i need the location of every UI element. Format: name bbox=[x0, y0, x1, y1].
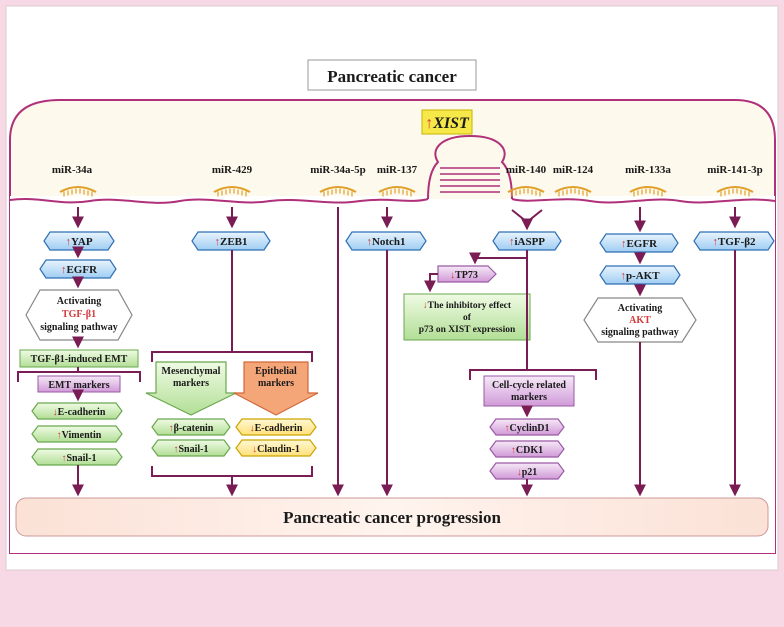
mirna-label: miR-141-3p bbox=[707, 164, 763, 176]
mirna-icon bbox=[378, 186, 416, 197]
cell-cycle-label: markers bbox=[511, 392, 547, 403]
cell-cycle-bracket bbox=[469, 369, 597, 380]
pathway-mir-34a: ↑YAP ↑EGFR Activating TGF-β1 signaling p… bbox=[17, 207, 141, 497]
cell-cycle-label: Cell-cycle related bbox=[492, 380, 566, 391]
signaling-pathway-label: signaling pathway bbox=[601, 327, 679, 338]
marker-claudin-1 bbox=[235, 439, 317, 457]
tp73-label: ↓TP73 bbox=[450, 270, 478, 281]
xist-label: ↑XIST bbox=[425, 115, 470, 132]
marker-label: ↓E-cadherin bbox=[250, 423, 303, 434]
emt-label: TGF-β1-induced EMT bbox=[31, 354, 128, 365]
mirna-icon bbox=[213, 186, 251, 197]
signaling-pathway-label: signaling pathway bbox=[40, 322, 118, 333]
pathway-mir-141-3p: ↑TGF-β2 bbox=[693, 207, 775, 497]
mirna-label: miR-34a-5p bbox=[310, 164, 366, 176]
marker-label: ↑CDK1 bbox=[511, 445, 543, 456]
pathway-mir-140-124: ↑iASPP ↓TP73 ↓The inhibitory effect of p… bbox=[403, 209, 597, 497]
tgfb1-label: TGF-β1 bbox=[62, 309, 96, 320]
marker-cyclind1 bbox=[489, 418, 565, 436]
activating-label: Activating bbox=[57, 296, 101, 307]
progression-bar bbox=[15, 497, 769, 537]
marker-e-cadherin bbox=[235, 418, 317, 436]
yap-label: ↑YAP bbox=[65, 236, 92, 248]
pathway-mir-429: ↑ZEB1 Mesenchymal markers Epithelial mar… bbox=[145, 207, 319, 497]
progression-label: Pancreatic cancer progression bbox=[283, 508, 501, 527]
zeb1-bracket bbox=[151, 351, 313, 362]
marker-cdk1 bbox=[489, 440, 565, 458]
pathway-mir-133a: ↑EGFR ↑p-AKT Activating AKT signaling pa… bbox=[583, 207, 697, 497]
mirna-icon bbox=[554, 186, 592, 197]
marker-label: ↑CyclinD1 bbox=[505, 423, 550, 434]
egfr-node bbox=[39, 259, 117, 279]
mirna-glyphs bbox=[59, 186, 754, 197]
page-title: Pancreatic cancer bbox=[327, 67, 457, 86]
zeb1-node bbox=[191, 231, 271, 251]
marker-label: ↑Snail-1 bbox=[173, 444, 208, 455]
mirna-label: miR-34a bbox=[52, 164, 93, 176]
inhibitory-label: of bbox=[463, 313, 472, 323]
marker-beta-catenin bbox=[151, 418, 231, 436]
inhibitory-label: p73 on XIST expression bbox=[419, 325, 516, 335]
cell-cycle-markers-node bbox=[483, 375, 575, 407]
emt-markers-label: EMT markers bbox=[48, 380, 109, 391]
mirna-label: miR-137 bbox=[377, 164, 418, 176]
mirna-label: miR-124 bbox=[553, 164, 594, 176]
marker-vimentin bbox=[31, 425, 123, 443]
mesenchymal-label: Mesenchymal bbox=[162, 366, 221, 377]
inhibitory-effect-node bbox=[403, 293, 531, 341]
marker-label: ↑β-catenin bbox=[169, 423, 214, 434]
marker-label: ↑Vimentin bbox=[57, 430, 102, 441]
epithelial-markers-node bbox=[233, 361, 319, 416]
egfr-label: ↑EGFR bbox=[61, 264, 98, 276]
mirna-label: miR-429 bbox=[212, 164, 253, 176]
marker-label: ↓E-cadherin bbox=[53, 407, 106, 418]
iaspp-label: ↑iASPP bbox=[509, 236, 545, 248]
p-akt-label: ↑p-AKT bbox=[620, 270, 660, 282]
notch1-node bbox=[345, 231, 427, 251]
epithelial-label: markers bbox=[258, 378, 294, 389]
tgfb2-node bbox=[693, 231, 775, 251]
activating-akt-node bbox=[583, 297, 697, 343]
yap-node bbox=[43, 231, 115, 251]
marker-snail-1 bbox=[31, 448, 123, 466]
mesenchymal-label: markers bbox=[173, 378, 209, 389]
xist-box bbox=[421, 109, 473, 135]
p-akt-node bbox=[599, 265, 681, 285]
iaspp-node bbox=[492, 231, 562, 251]
marker-snail-1 bbox=[151, 439, 231, 457]
mirna-icon bbox=[629, 186, 667, 197]
notch1-label: ↑Notch1 bbox=[366, 236, 405, 248]
tgfb2-label: ↑TGF-β2 bbox=[712, 236, 756, 248]
tp73-node bbox=[437, 265, 497, 283]
zeb1-label: ↑ZEB1 bbox=[214, 236, 247, 248]
marker-label: ↑Snail-1 bbox=[61, 453, 96, 464]
title-box bbox=[307, 59, 477, 91]
marker-label: ↓p21 bbox=[517, 467, 538, 478]
activating-label: Activating bbox=[618, 303, 662, 314]
mirna-icon bbox=[716, 186, 754, 197]
xist-hairpin bbox=[427, 134, 513, 200]
akt-label: AKT bbox=[629, 315, 651, 326]
mesenchymal-markers-node bbox=[145, 361, 237, 416]
inner-membrane bbox=[9, 198, 776, 204]
mirna-icon bbox=[59, 186, 97, 197]
marker-label: ↓Claudin-1 bbox=[252, 444, 300, 455]
egfr-label: ↑EGFR bbox=[621, 238, 658, 250]
inhibitory-label: ↓The inhibitory effect bbox=[423, 301, 512, 311]
activating-tgfb1-node bbox=[25, 289, 133, 341]
mirna-label: miR-133a bbox=[625, 164, 671, 176]
marker-e-cadherin bbox=[31, 402, 123, 420]
mirna-icon bbox=[319, 186, 357, 197]
mirna-label: miR-140 bbox=[506, 164, 547, 176]
mirna-icon bbox=[507, 186, 545, 197]
epithelial-label: Epithelial bbox=[255, 366, 297, 377]
marker-p21 bbox=[489, 462, 565, 480]
egfr-node bbox=[599, 233, 679, 253]
pathway-mir-137: ↑Notch1 bbox=[345, 207, 427, 497]
